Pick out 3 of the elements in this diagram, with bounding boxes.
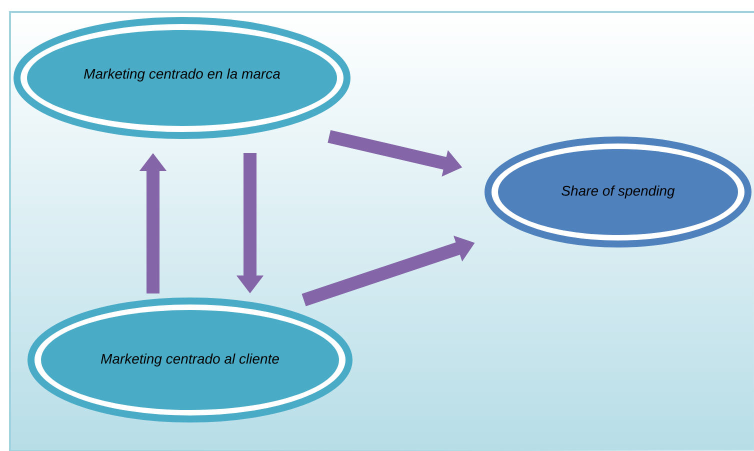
ellipse-node: Marketing centrado al cliente — [28, 298, 352, 422]
ellipse-node: Marketing centrado en la marca — [14, 17, 350, 139]
ellipse-node: Share of spending — [484, 136, 752, 248]
